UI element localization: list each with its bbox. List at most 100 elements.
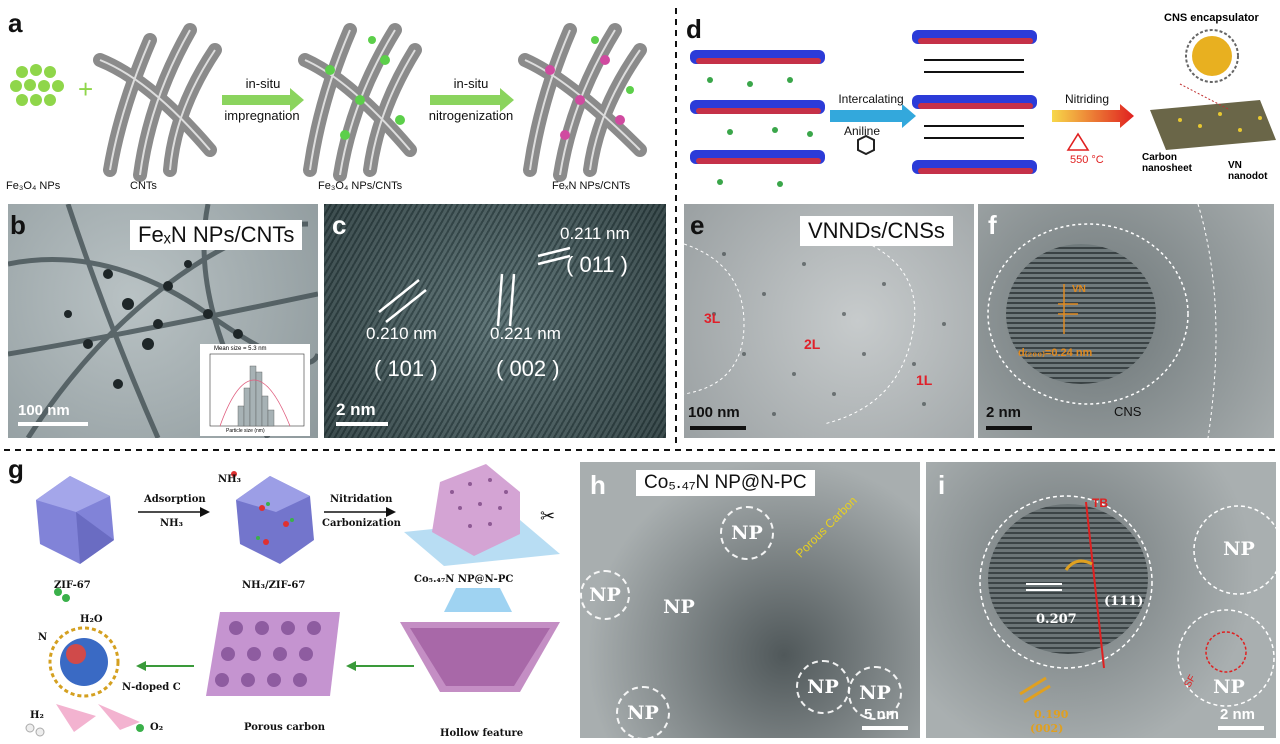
- o2-label: O₂: [150, 722, 164, 733]
- panel-label-d: d: [686, 14, 702, 44]
- hollow-feature-label: Hollow feature: [440, 728, 524, 739]
- zif67-label: ZIF-67: [54, 580, 91, 591]
- h2o-label: H₂O: [80, 614, 103, 625]
- intercalating-label: Intercalating: [838, 92, 904, 106]
- inset-title: Mean size = 5.3 nm: [214, 346, 267, 352]
- i-hkl-2: (002): [1030, 722, 1064, 735]
- scale-bar-f: [986, 426, 1032, 430]
- panel-h-tem: h Co₅.₄₇N NP@N-PC Porous Carbon NP NP NP…: [580, 462, 920, 738]
- f-d-spacing: d₍₂₀₀₎=0.24 nm: [1018, 347, 1093, 359]
- panel-label-c: c: [332, 210, 347, 240]
- panel-g: g ✂: [0, 452, 576, 744]
- i-d-spacing-2: 0.190: [1034, 708, 1069, 721]
- np-circle-1: NP: [720, 506, 774, 560]
- layered-structure-schematic: [690, 29, 1276, 187]
- adsorption-label: Adsorption: [144, 494, 206, 505]
- scale-bar-b: [18, 422, 88, 426]
- panel-i-hrtem: i TB 0.207 (111) 0.190 (002) SF NP NP 2 …: [926, 462, 1276, 738]
- h2-label: H₂: [30, 710, 44, 721]
- hkl-2: ( 002 ): [496, 356, 560, 381]
- caption-fexn-cnts: FeₓN NPs/CNTs: [552, 180, 631, 192]
- hkl-3: ( 011 ): [566, 252, 628, 277]
- d-spacing-1: 0.210 nm: [366, 324, 437, 343]
- schematic-cnt-synthesis: +: [10, 23, 647, 182]
- panel-label-a: a: [8, 8, 23, 38]
- i-d-spacing: 0.207: [1036, 612, 1077, 627]
- panel-c-hrtem: c 0.210 nm ( 101 ) 0.221 nm ( 002 ) 0.21…: [324, 204, 666, 438]
- lattice-markers: [378, 246, 571, 327]
- np-circle-3: NP: [663, 596, 695, 618]
- i-hkl: (111): [1104, 594, 1144, 609]
- panel-f-hrtem: f VN d₍₂₀₀₎=0.24 nm CNS 2 nm: [978, 204, 1274, 438]
- panel-h-title: Co₅.₄₇N NP@N-PC: [636, 470, 815, 496]
- panel-label-g: g: [8, 454, 24, 484]
- arrow1-label-bottom: impregnation: [224, 108, 300, 123]
- scale-bar-e: [690, 426, 746, 430]
- inset-histogram: [209, 353, 305, 427]
- np-circle-2: NP: [580, 570, 630, 620]
- svg-text:+: +: [78, 74, 93, 104]
- arrow2-label-bottom: nitrogenization: [428, 108, 514, 123]
- carbon-nanosheet-label: Carbon nanosheet: [1142, 152, 1193, 174]
- carbonization-label: Carbonization: [322, 518, 401, 529]
- temperature-label: 550 °C: [1070, 154, 1104, 166]
- panel-label-h: h: [590, 470, 606, 500]
- i-np-label-1: NP: [1223, 538, 1255, 560]
- scale-label-e: 100 nm: [688, 404, 740, 421]
- tb-label: TB: [1092, 496, 1108, 510]
- d-spacing-3: 0.211 nm: [560, 224, 630, 243]
- panel-d: d Intercalating Aniline Nitriding 550 °C…: [680, 0, 1280, 200]
- caption-fe3o4-cnts: Fe₃O₄ NPs/CNTs: [318, 180, 403, 192]
- porous-carbon-annotation: Porous Carbon: [792, 493, 860, 561]
- np-circle-6: NP: [848, 666, 902, 720]
- cns-label: CNS: [1114, 404, 1142, 419]
- porous-carbon-label: Porous carbon: [244, 722, 326, 733]
- nh3-arrow-label: NH₃: [160, 518, 183, 529]
- arrow2-label-top: in-situ: [453, 76, 489, 91]
- layer-1l: 1L: [916, 372, 933, 388]
- i-np-label-2: NP: [1213, 676, 1245, 698]
- scale-label-c: 2 nm: [336, 400, 376, 419]
- d-spacing-2: 0.221 nm: [490, 324, 561, 343]
- n-doped-c-label: N-doped C: [122, 682, 181, 693]
- scale-label-f: 2 nm: [986, 404, 1022, 421]
- np-circle-4: NP: [616, 686, 670, 738]
- vn-label: VN: [1072, 284, 1086, 295]
- scale-label-h: 5 nm: [864, 706, 900, 723]
- panel-label-f: f: [988, 210, 997, 240]
- panel-label-i: i: [938, 470, 946, 500]
- product-label: Co₅.₄₇N NP@N-PC: [414, 574, 514, 585]
- scale-bar-i: [1218, 726, 1264, 730]
- np-lattice-particle: [988, 504, 1148, 654]
- scale-bar-c: [336, 422, 388, 426]
- panel-e-tem: e VNNDs/CNSs 3L 2L 1L 100 nm: [684, 204, 974, 438]
- nh3-top-label: NH₃: [218, 474, 241, 485]
- hkl-1: ( 101 ): [374, 356, 438, 381]
- i-annotations: [979, 495, 1276, 707]
- panel-b-tem: b FeₓN NPs/CNTs 100 nm Mean size = 5.3 n…: [8, 204, 318, 438]
- zif-schematic: ✂: [25, 464, 560, 737]
- n-label: N: [38, 632, 48, 643]
- panel-a: a +: [0, 0, 676, 200]
- inset-xlabel: Particle size (nm): [226, 428, 265, 434]
- caption-cnts: CNTs: [130, 180, 157, 192]
- nitriding-label: Nitriding: [1064, 92, 1109, 106]
- nitridation-label: Nitridation: [330, 494, 393, 505]
- np-circle-5: NP: [796, 660, 850, 714]
- cns-encapsulator-label: CNS encapsulator: [1164, 12, 1259, 24]
- scale-label-b: 100 nm: [18, 402, 70, 419]
- panel-label-e: e: [690, 210, 705, 240]
- histogram-inset: Mean size = 5.3 nm Particle size (nm): [200, 344, 310, 436]
- arrow1-label-top: in-situ: [245, 76, 281, 91]
- panel-e-title: VNNDs/CNSs: [800, 216, 953, 246]
- caption-fe3o4: Fe₃O₄ NPs: [6, 180, 61, 192]
- nh3-zif67-label: NH₃/ZIF-67: [242, 580, 306, 591]
- scale-label-i: 2 nm: [1220, 706, 1256, 723]
- vn-particle: [1006, 244, 1156, 384]
- vn-nanodot-label: VN nanodot: [1228, 160, 1268, 182]
- layer-3l: 3L: [704, 310, 721, 326]
- aniline-label: Aniline: [843, 124, 881, 138]
- panel-b-title: FeₓN NPs/CNTs: [130, 220, 303, 250]
- layer-2l: 2L: [804, 336, 821, 352]
